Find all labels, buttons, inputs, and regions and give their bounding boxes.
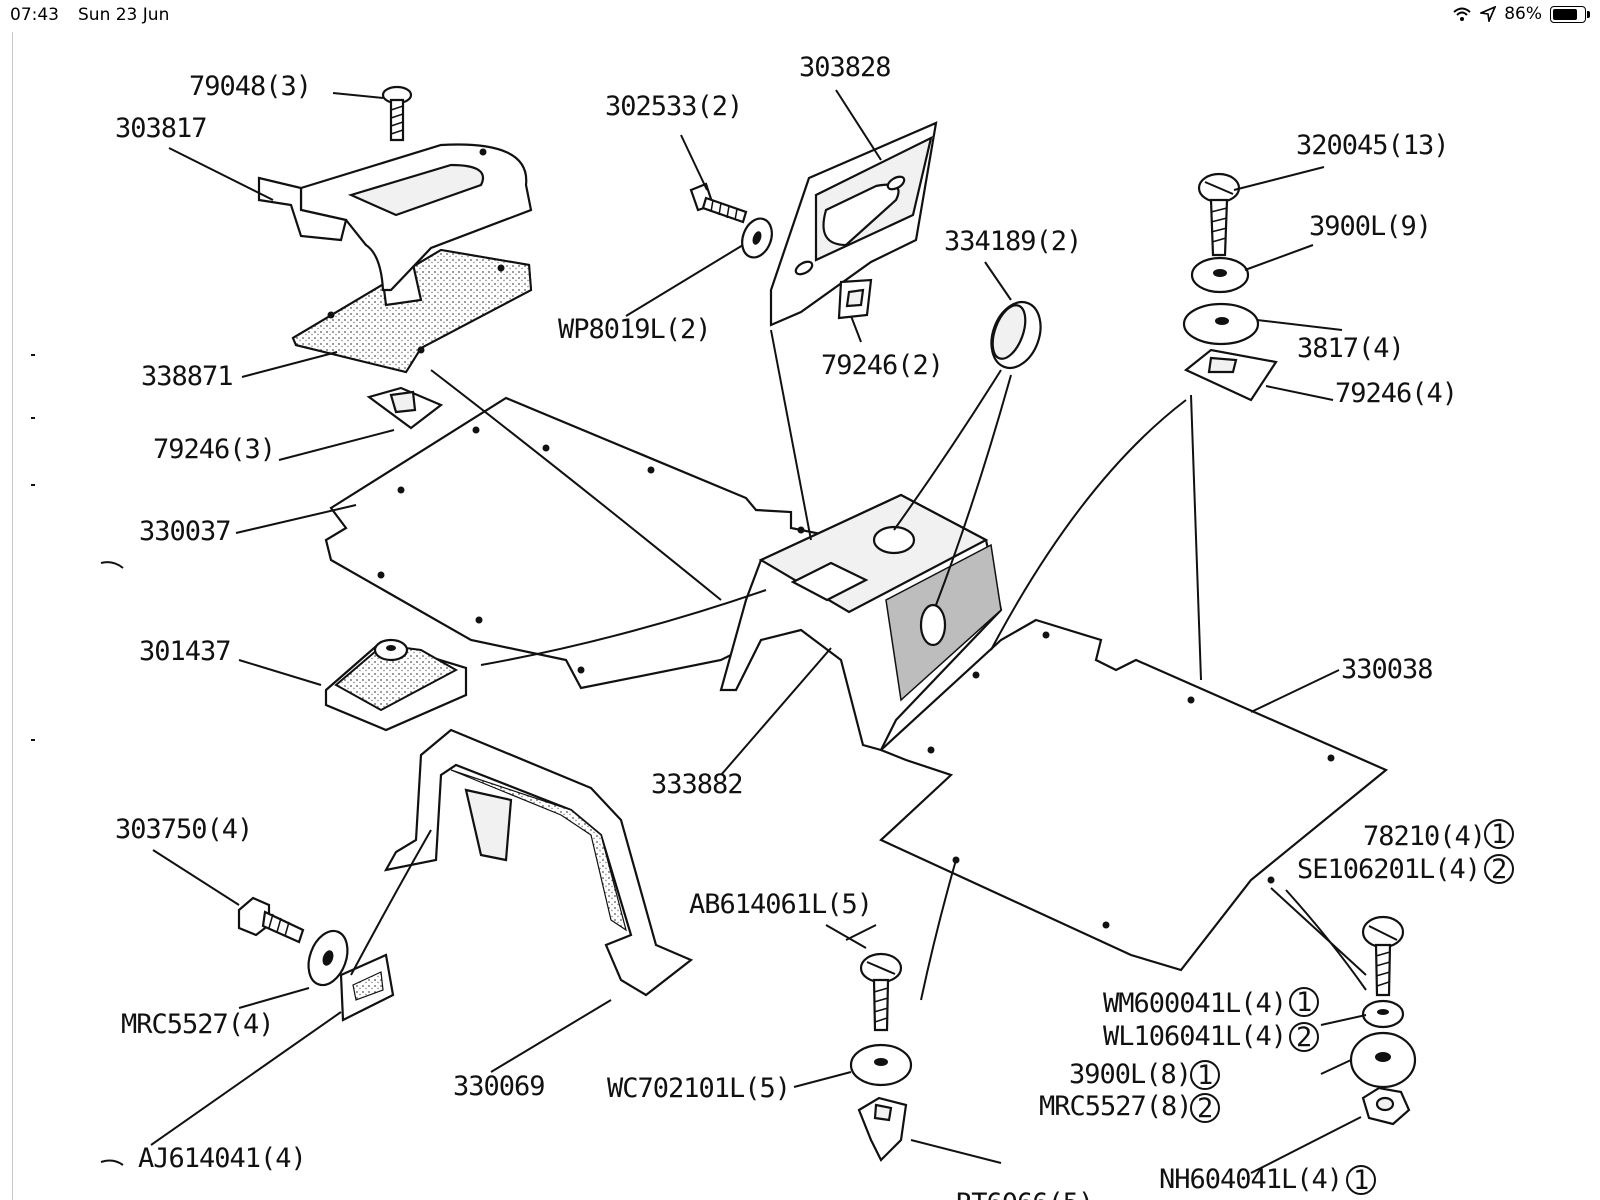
- label-78210: 78210(4): [1363, 821, 1485, 852]
- svg-text:2: 2: [1296, 1022, 1311, 1053]
- nut-NH604041L: [1361, 1086, 1411, 1126]
- clip-79246-2: [837, 278, 873, 320]
- circled-1-78210: 1: [1484, 819, 1514, 850]
- label-330069: 330069: [453, 1071, 545, 1102]
- label-RT: RT6066(5): [956, 1188, 1093, 1200]
- mount-301437: [324, 638, 468, 732]
- washer-WM600041L: [1361, 999, 1405, 1029]
- status-date: Sun 23 Jun: [78, 5, 170, 25]
- washer-MRC5527-4: [307, 929, 349, 987]
- parts-diagram-page: 79048(3) 303817 302533(2) 303828 320045(…: [12, 32, 1591, 1200]
- circled-1-NH604041L: 1: [1346, 1165, 1376, 1196]
- bracket-303817: [257, 143, 533, 374]
- svg-text:1: 1: [1491, 819, 1506, 850]
- label-303750: 303750(4): [115, 814, 252, 845]
- part-labels: 79048(3) 303817 302533(2) 303828 320045(…: [115, 52, 1486, 1200]
- circled-1-WM600041L: 1: [1289, 987, 1319, 1018]
- plate-303828: [769, 121, 938, 327]
- svg-text:1: 1: [1353, 1165, 1368, 1196]
- svg-text:1: 1: [1197, 1060, 1212, 1091]
- battery-fill: [1553, 8, 1578, 20]
- label-303828: 303828: [799, 52, 891, 83]
- location-arrow-icon: [1480, 6, 1497, 22]
- circled-2-WL106041L: 2: [1289, 1022, 1319, 1053]
- label-AJ614041: AJ614041(4): [138, 1143, 306, 1174]
- label-302533: 302533(2): [605, 91, 742, 122]
- assembly-lines: [350, 329, 1367, 1001]
- label-3900L-9: 3900L(9): [1309, 211, 1431, 242]
- status-bar: 07:43 Sun 23 Jun 86%: [0, 0, 1600, 32]
- washer-3900L-9: [1190, 256, 1250, 294]
- battery-percent: 86%: [1504, 4, 1542, 24]
- label-333882: 333882: [651, 769, 743, 800]
- bracket-330069: [383, 728, 694, 997]
- label-320045: 320045(13): [1296, 130, 1449, 161]
- clip-AJ614041: [339, 953, 395, 1022]
- label-79246-2: 79246(2): [821, 350, 943, 381]
- screw-AB614061L: [859, 952, 903, 1032]
- label-330038: 330038: [1341, 654, 1433, 685]
- svg-text:2: 2: [1491, 854, 1506, 885]
- washer-WC702101L: [849, 1043, 913, 1087]
- nut-RT: [857, 1096, 908, 1162]
- label-303817: 303817: [115, 113, 207, 144]
- battery-icon: [1550, 5, 1590, 23]
- clip-79246-4: [1183, 348, 1278, 402]
- washer-3900L-8: [1349, 1031, 1417, 1089]
- circled-refs: 1 2 1 2 1 2 1: [1190, 819, 1514, 1196]
- label-WL106041L: WL106041L(4): [1103, 1021, 1286, 1052]
- label-79048: 79048(3): [189, 71, 311, 102]
- washer-3817: [1182, 302, 1260, 346]
- label-AB614061L: AB614061L(5): [689, 889, 872, 920]
- floor-panel-right: [878, 618, 1389, 972]
- circled-1-3900L-8: 1: [1190, 1060, 1220, 1091]
- leader-lines: [150, 89, 1367, 1174]
- label-WC702101L: WC702101L(5): [607, 1073, 790, 1104]
- status-right: 86%: [1452, 4, 1590, 24]
- label-SE106201L: SE106201L(4): [1297, 854, 1480, 885]
- exploded-parts-diagram: 79048(3) 303817 302533(2) 303828 320045(…: [31, 52, 1514, 1200]
- label-330037: 330037: [139, 516, 231, 547]
- label-334189: 334189(2): [944, 226, 1081, 257]
- label-301437: 301437: [139, 636, 231, 667]
- label-WM600041L: WM600041L(4): [1103, 988, 1286, 1019]
- washer-WP8019L: [741, 217, 773, 259]
- label-MRC5527-8: MRC5527(8): [1039, 1091, 1192, 1122]
- label-3900L-8: 3900L(8): [1069, 1059, 1191, 1090]
- clip-79246-3: [366, 386, 444, 430]
- bolt-79048: [381, 85, 413, 142]
- bolt-302533: [689, 182, 748, 224]
- status-time: 07:43: [10, 5, 59, 25]
- label-3817: 3817(4): [1297, 333, 1404, 364]
- circled-2-MRC5527-8: 2: [1190, 1093, 1220, 1124]
- label-79246-4: 79246(4): [1335, 378, 1457, 409]
- circled-2-SE106201L: 2: [1484, 854, 1514, 885]
- svg-text:2: 2: [1197, 1093, 1212, 1124]
- wifi-icon: [1453, 7, 1471, 21]
- margin-marks: [31, 354, 124, 1166]
- svg-text:1: 1: [1296, 987, 1311, 1018]
- grommet-334189: [990, 300, 1042, 370]
- label-WP8019L: WP8019L(2): [558, 314, 711, 345]
- label-NH604041L: NH604041L(4): [1159, 1164, 1342, 1195]
- label-338871: 338871: [141, 361, 233, 392]
- tunnel-cover: [719, 493, 1003, 752]
- screw-78210: [1361, 915, 1405, 997]
- label-79246-3: 79246(3): [153, 434, 275, 465]
- label-MRC5527-4: MRC5527(4): [121, 1009, 274, 1040]
- screw-320045: [1197, 172, 1241, 257]
- bolt-303750: [237, 896, 305, 944]
